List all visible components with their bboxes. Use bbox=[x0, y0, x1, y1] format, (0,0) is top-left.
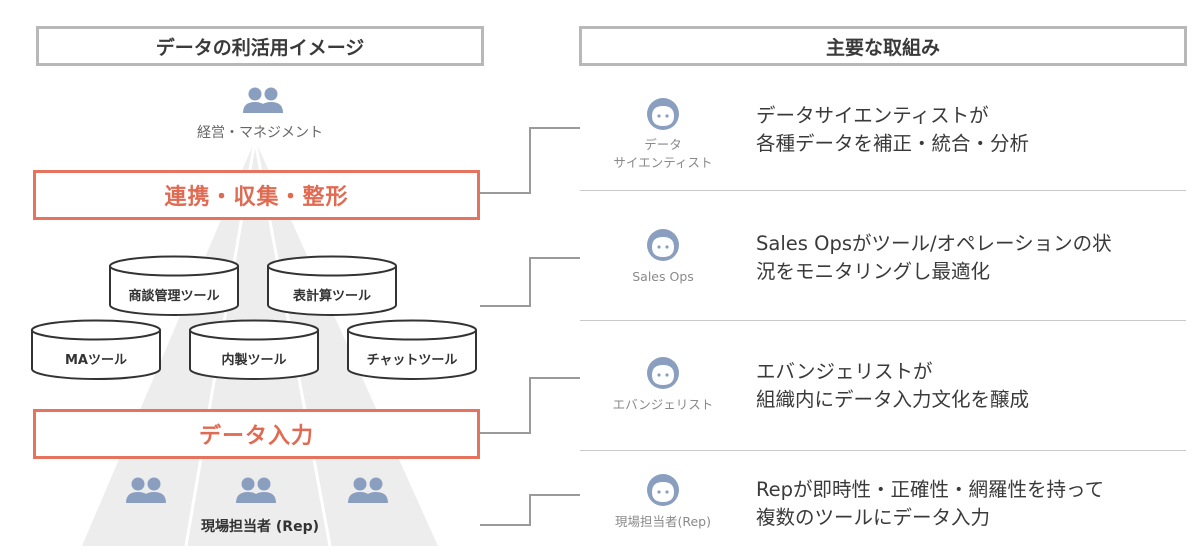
role-description-sales-ops: Sales Opsがツール/オペレーションの状 況をモニタリングし最適化 bbox=[756, 230, 1112, 286]
data-input-box: データ入力 bbox=[33, 409, 480, 459]
desc-line2: 況をモニタリングし最適化 bbox=[756, 260, 991, 283]
desc-line2: 複数のツールにデータ入力 bbox=[756, 506, 991, 529]
role-label-field-rep: 現場担当者(Rep) bbox=[583, 513, 743, 531]
management-label: 経営・マネジメント bbox=[197, 125, 323, 141]
role-description-data-scientist: データサイエンティストが 各種データを補正・統合・分析 bbox=[756, 102, 1029, 158]
role-name-line1: 現場担当者(Rep) bbox=[614, 514, 711, 529]
face-icon bbox=[647, 98, 679, 130]
cylinder-internal-tool: 内製ツール bbox=[188, 319, 320, 381]
desc-line2: 組織内にデータ入力文化を醸成 bbox=[756, 388, 1030, 411]
role-description-field-rep: Repが即時性・正確性・網羅性を持って 複数のツールにデータ入力 bbox=[756, 476, 1104, 532]
cylinder-chat-tool: チャットツール bbox=[346, 319, 478, 381]
people-icon bbox=[236, 477, 276, 503]
face-icon bbox=[647, 474, 679, 506]
chat-tool-label: チャットツール bbox=[366, 353, 458, 368]
desc-line1: データサイエンティストが bbox=[756, 104, 989, 127]
role-name-line1: Sales Ops bbox=[632, 269, 694, 284]
desc-line1: Sales Opsがツール/オペレーションの状 bbox=[756, 232, 1112, 255]
role-label-evangelist: エバンジェリスト bbox=[583, 396, 743, 414]
role-name-line1: エバンジェリスト bbox=[612, 397, 714, 412]
right-header: 主要な取組み bbox=[579, 26, 1187, 66]
internal-tool-label: 内製ツール bbox=[221, 353, 287, 368]
desc-line1: エバンジェリストが bbox=[756, 360, 933, 383]
role-description-evangelist: エバンジェリストが 組織内にデータ入力文化を醸成 bbox=[756, 358, 1029, 414]
field-rep-label: 現場担当者 (Rep) bbox=[201, 519, 319, 535]
cylinder-sfa-tool: 商談管理ツール bbox=[108, 255, 240, 317]
face-icon bbox=[647, 229, 679, 261]
spreadsheet-tool-label: 表計算ツール bbox=[292, 289, 371, 304]
people-icon bbox=[126, 477, 166, 503]
role-label-sales-ops: Sales Ops bbox=[583, 268, 743, 286]
cylinder-ma-tool: MAツール bbox=[30, 319, 162, 381]
integration-box: 連携・収集・整形 bbox=[33, 170, 480, 220]
row-divider bbox=[580, 450, 1186, 451]
role-label-data-scientist: データ サイエンティスト bbox=[583, 136, 743, 172]
row-divider bbox=[580, 190, 1186, 191]
face-icon bbox=[647, 357, 679, 389]
desc-line1: Repが即時性・正確性・網羅性を持って bbox=[756, 478, 1105, 501]
cylinder-spreadsheet-tool: 表計算ツール bbox=[266, 255, 398, 317]
people-icon bbox=[348, 477, 388, 503]
ma-tool-label: MAツール bbox=[65, 353, 127, 368]
left-header: データの利活用イメージ bbox=[36, 26, 484, 66]
desc-line2: 各種データを補正・統合・分析 bbox=[756, 132, 1030, 155]
people-icon bbox=[243, 87, 283, 113]
row-divider bbox=[580, 320, 1186, 321]
role-name-line1: データ bbox=[644, 137, 682, 152]
role-name-line2: サイエンティスト bbox=[613, 155, 713, 170]
sfa-tool-label: 商談管理ツール bbox=[128, 289, 220, 304]
